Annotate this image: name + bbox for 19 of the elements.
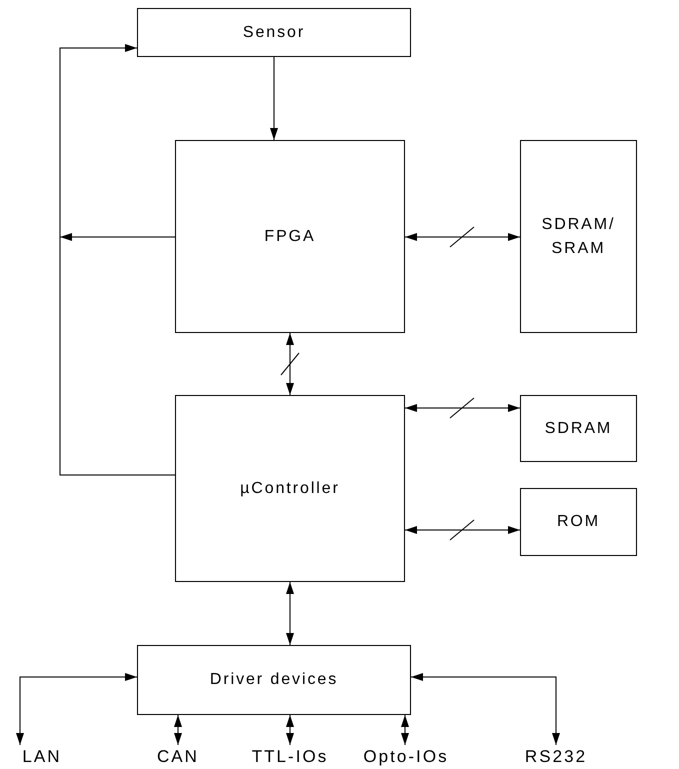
block-label: FPGA: [264, 226, 316, 246]
block-box: [175, 140, 405, 333]
block-box: [520, 488, 637, 556]
block-label: SDRAM/ SRAM: [540, 214, 616, 258]
block-box: [137, 8, 411, 57]
block-label: Driver devices: [210, 670, 338, 690]
port-label: RS232: [506, 745, 606, 767]
block-box: [520, 140, 637, 333]
block-label: Sensor: [242, 22, 306, 42]
block-label: ROM: [556, 512, 600, 532]
block-label: µController: [240, 478, 340, 498]
port-label: LAN: [4, 745, 80, 767]
block-box: [137, 645, 411, 715]
block-box: [520, 395, 637, 462]
port-label: TTL-IOs: [236, 745, 344, 767]
block-label: SDRAM: [544, 418, 612, 438]
port-label: Opto-IOs: [352, 745, 460, 767]
port-label: CAN: [140, 745, 216, 767]
block-box: [175, 395, 405, 582]
